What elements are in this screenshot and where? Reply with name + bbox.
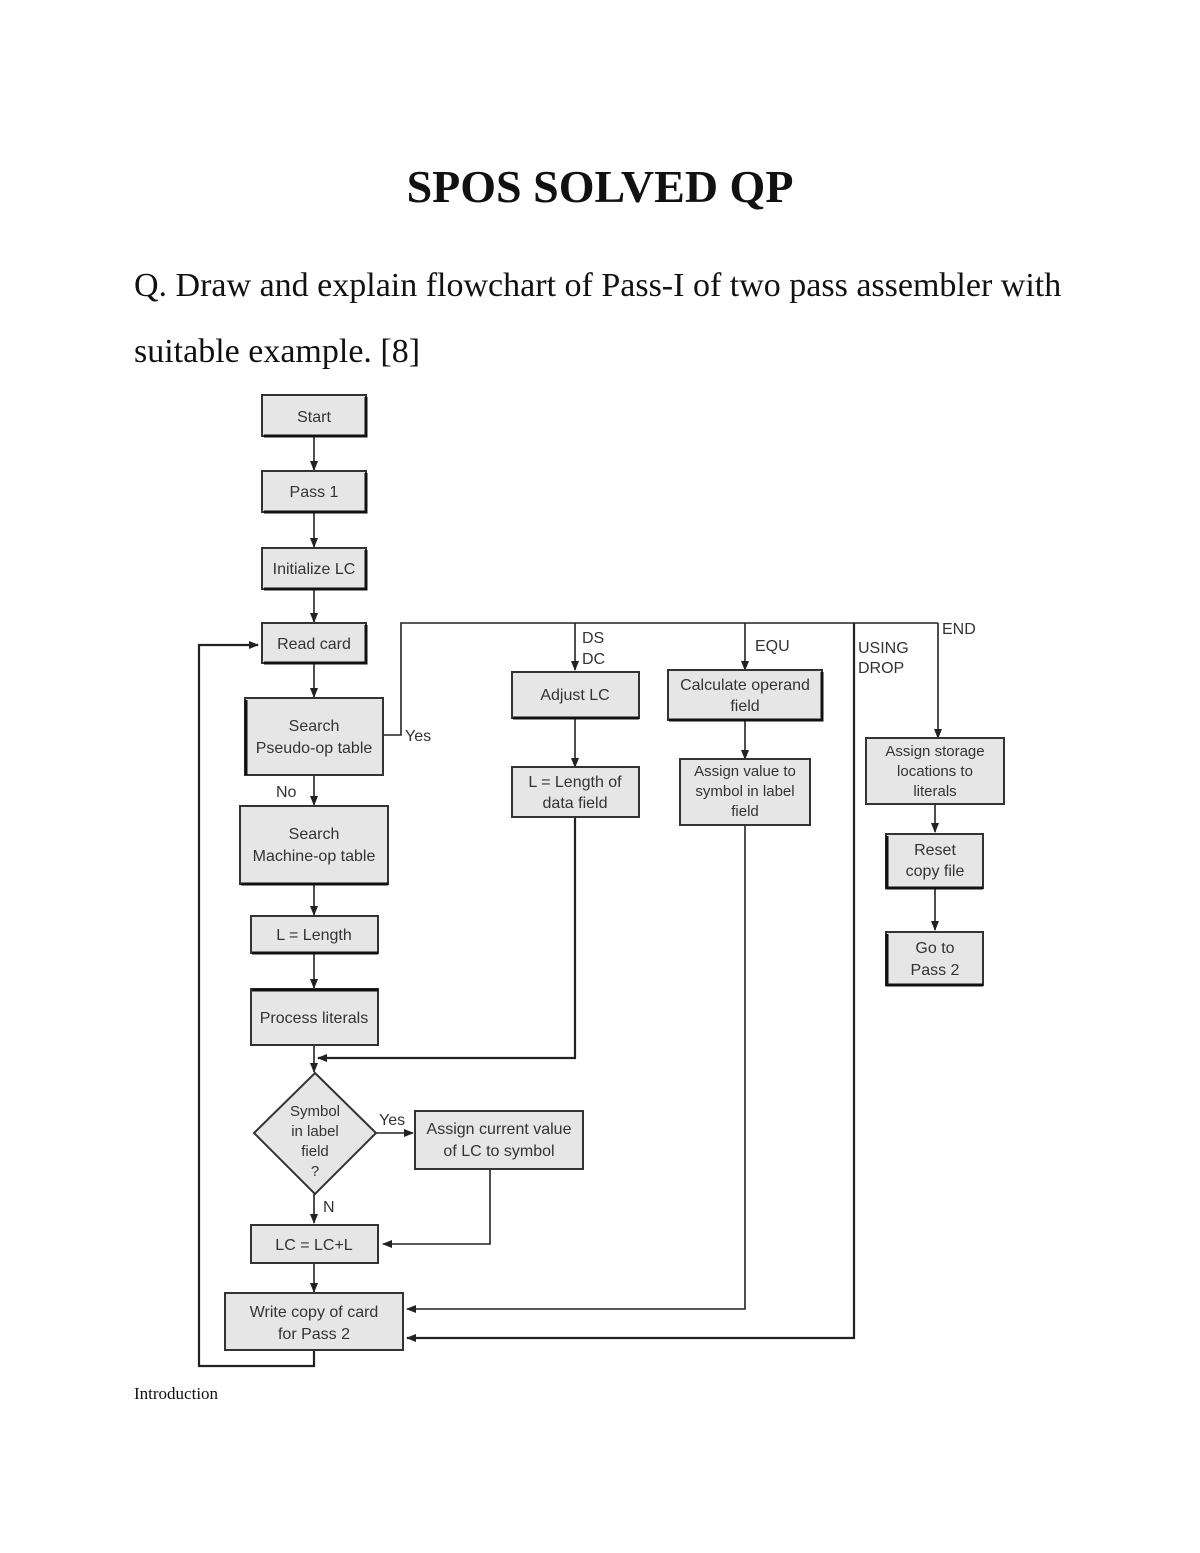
- node-process-literals-label: Process literals: [260, 1010, 368, 1027]
- node-pass1: Pass 1: [261, 470, 368, 514]
- label-equ: EQU: [755, 638, 790, 655]
- edge-using-drop: [406, 623, 856, 1342]
- node-reset-copy-label-1: Reset: [914, 842, 956, 859]
- node-assign-storage-label-1: Assign storage: [885, 743, 984, 760]
- page-title: SPOS SOLVED QP: [406, 161, 794, 212]
- node-decision-label-4: ?: [311, 1163, 319, 1180]
- node-symbol-decision: Symbol in label field ?: [252, 1071, 378, 1196]
- node-assign-lc-label-1: Assign current value: [427, 1121, 572, 1138]
- node-search-machine-label-1: Search: [289, 826, 340, 843]
- node-lc-update-label: LC = LC+L: [275, 1237, 352, 1254]
- node-search-pseudo-label-1: Search: [289, 718, 340, 735]
- label-end: END: [942, 621, 976, 638]
- label-dc: DC: [582, 651, 605, 668]
- node-assign-lc-to-symbol: Assign current value of LC to symbol: [414, 1110, 584, 1170]
- node-calculate-operand: Calculate operand field: [667, 669, 824, 722]
- node-assign-storage-label-3: literals: [913, 783, 956, 800]
- node-write-copy: Write copy of card for Pass 2: [224, 1292, 404, 1351]
- node-start-label: Start: [297, 409, 331, 426]
- node-goto-pass2-label-1: Go to: [915, 940, 954, 957]
- node-assign-value-label-3: field: [731, 803, 759, 820]
- node-l-data-label-1: L = Length of: [528, 774, 622, 791]
- node-assign-lc-label-2: of LC to symbol: [443, 1143, 554, 1160]
- edge-assign-lc-update: [382, 1169, 491, 1248]
- node-assign-storage-label-2: locations to: [897, 763, 973, 780]
- connectors: [197, 436, 942, 1368]
- node-calc-operand-label-2: field: [730, 698, 759, 715]
- node-assign-value-symbol: Assign value to symbol in label field: [679, 758, 811, 826]
- node-l-length-label: L = Length: [276, 927, 351, 944]
- node-decision-label-3: field: [301, 1143, 329, 1160]
- node-search-pseudo-op: Search Pseudo-op table: [244, 697, 384, 776]
- node-decision-label-2: in label: [291, 1123, 339, 1140]
- label-yes-symbol: Yes: [379, 1112, 405, 1129]
- node-init-lc: Initialize LC: [261, 547, 368, 591]
- node-read-card-label: Read card: [277, 636, 351, 653]
- edge-loop-back: [197, 641, 316, 1368]
- edge-assign-write: [406, 823, 746, 1313]
- node-assign-storage: Assign storage locations to literals: [865, 737, 1005, 805]
- node-reset-copy-label-2: copy file: [906, 863, 965, 880]
- node-search-machine-label-2: Machine-op table: [253, 848, 376, 865]
- label-using: USING: [858, 640, 909, 657]
- label-ds: DS: [582, 630, 604, 647]
- node-search-machine-op: Search Machine-op table: [239, 805, 389, 886]
- edge-pseudo-yes: [384, 622, 938, 736]
- label-n-symbol: N: [323, 1199, 335, 1216]
- node-calc-operand-label-1: Calculate operand: [680, 677, 810, 694]
- node-l-length: L = Length: [250, 915, 379, 955]
- node-assign-value-label-1: Assign value to: [694, 763, 796, 780]
- node-decision-label-1: Symbol: [290, 1103, 340, 1120]
- node-assign-value-label-2: symbol in label: [695, 783, 794, 800]
- node-adjust-lc-label: Adjust LC: [540, 687, 609, 704]
- label-yes-pseudo: Yes: [405, 728, 431, 745]
- node-search-pseudo-label-2: Pseudo-op table: [256, 740, 373, 757]
- question-line-2: suitable example. [8]: [134, 333, 421, 370]
- node-goto-pass2: Go to Pass 2: [885, 931, 984, 987]
- node-pass1-label: Pass 1: [290, 484, 339, 501]
- node-l-data-label-2: data field: [543, 795, 608, 812]
- node-process-literals: Process literals: [250, 988, 379, 1046]
- node-adjust-lc: Adjust LC: [511, 671, 640, 720]
- label-drop: DROP: [858, 660, 904, 677]
- node-lc-update: LC = LC+L: [250, 1224, 379, 1264]
- node-reset-copy-file: Reset copy file: [885, 833, 984, 890]
- node-start: Start: [261, 394, 368, 438]
- question-line-1: Q. Draw and explain flowchart of Pass-I …: [134, 267, 1062, 304]
- footer-section-label: Introduction: [134, 1384, 219, 1403]
- label-no-pseudo: No: [276, 784, 297, 801]
- node-write-copy-label-1: Write copy of card: [250, 1304, 379, 1321]
- node-read-card: Read card: [261, 622, 368, 665]
- node-l-data-field: L = Length of data field: [511, 766, 640, 818]
- edge-ldata-merge: [317, 815, 577, 1062]
- node-goto-pass2-label-2: Pass 2: [911, 962, 960, 979]
- node-write-copy-label-2: for Pass 2: [278, 1326, 350, 1343]
- node-init-lc-label: Initialize LC: [273, 561, 356, 578]
